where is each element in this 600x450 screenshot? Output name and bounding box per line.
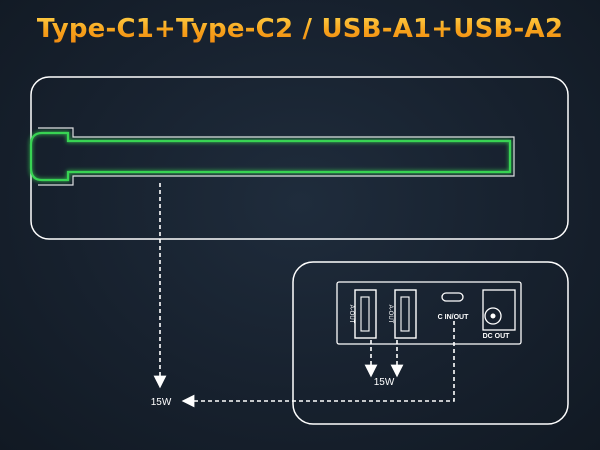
dc-out-port: DC OUT [482, 289, 516, 340]
usb-c-port-label: C IN/OUT [438, 314, 469, 321]
device-top-outline [30, 76, 569, 240]
cable-connector-outline [38, 127, 515, 186]
usb-a1-port: A-OUT [348, 289, 377, 339]
usb-a-power-label: 15W [374, 377, 395, 388]
usb-a2-port: A-OUT [387, 289, 417, 339]
cable-connector-shape [29, 131, 512, 182]
usb-a1-port-label: A-OUT [348, 305, 354, 324]
usb-a2-port-label: A-OUT [387, 305, 393, 324]
port-panel-faceplate [336, 281, 522, 345]
usb-c-to-cable-path [181, 321, 455, 408]
usb-c-port: C IN/OUT [438, 292, 469, 321]
headline-title: Type-C1+Type-C2 / USB-A1+USB-A2 [0, 14, 600, 44]
port-panel-outline [292, 261, 569, 425]
cable-power-label: 15W [151, 397, 172, 408]
dc-out-port-label: DC OUT [483, 333, 511, 340]
